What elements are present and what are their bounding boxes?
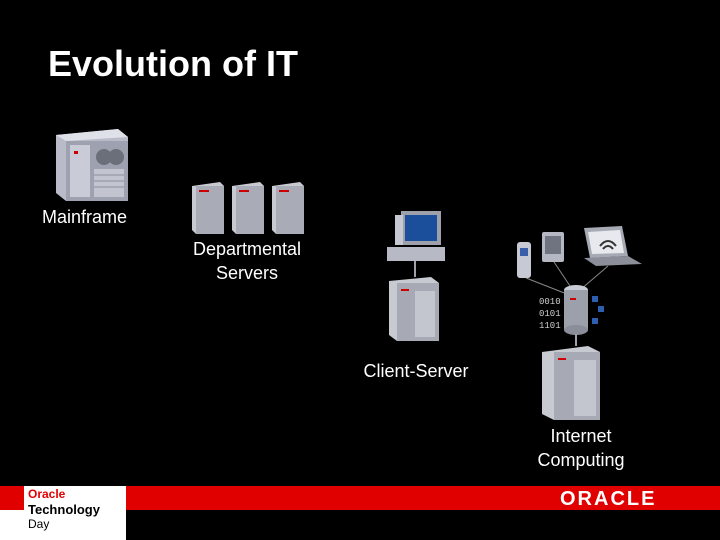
- event-logo: Oracle Technology Day: [28, 487, 100, 532]
- stage-label-client-server: Client-Server: [363, 361, 469, 381]
- server-group-icon: [192, 182, 304, 234]
- stage-label-internet-computing: Internet Computing: [537, 426, 625, 470]
- internet-computing-icon: 0010 0101 1101: [517, 226, 642, 420]
- mainframe-icon: [56, 129, 128, 201]
- event-logo-red-block: [0, 486, 24, 510]
- event-logo-line3: Day: [28, 517, 50, 531]
- binary-line-1: 0010: [539, 297, 561, 307]
- binary-line-2: 0101: [539, 309, 561, 319]
- event-logo-line2: Technology: [28, 502, 100, 517]
- stage-label-mainframe: Mainframe: [42, 207, 128, 227]
- slide-title: Evolution of IT: [48, 43, 298, 84]
- event-logo-line1: Oracle: [28, 487, 66, 501]
- oracle-logo: ORACLE: [560, 488, 657, 510]
- client-server-icon: [387, 211, 445, 341]
- stage-label-departmental-servers: Departmental Servers: [192, 239, 302, 283]
- binary-line-3: 1101: [539, 321, 561, 331]
